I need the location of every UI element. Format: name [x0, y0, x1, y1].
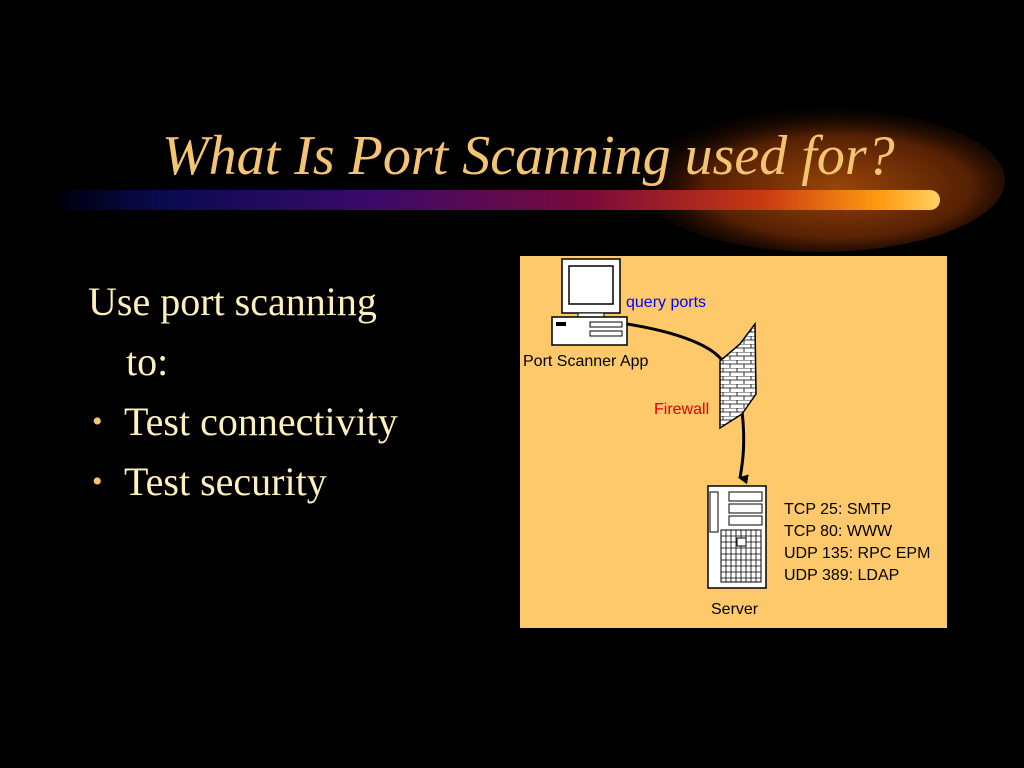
firewall-label: Firewall — [654, 401, 710, 418]
intro-text-continued: to: — [126, 339, 169, 384]
bullet-item: • Test security — [88, 452, 488, 512]
slide-title: What Is Port Scanning used for? — [162, 125, 895, 187]
port-scanner-label: Port Scanner App — [523, 353, 649, 370]
bullet-text: Test security — [124, 459, 327, 504]
diagram-drawing — [551, 258, 767, 589]
port-entry: TCP 25: SMTP — [784, 501, 892, 518]
port-entry: TCP 80: WWW — [784, 523, 893, 540]
computer-icon — [551, 258, 628, 346]
intro-text: Use port scanning — [88, 279, 377, 324]
network-diagram: query ports Port Scanner App Firewall Se… — [520, 256, 947, 628]
body-text: Use port scanning to: • Test connectivit… — [88, 272, 488, 512]
bullet-item: • Test connectivity — [88, 392, 488, 452]
port-entry: UDP 389: LDAP — [784, 567, 900, 584]
port-entry: UDP 135: RPC EPM — [784, 545, 931, 562]
server-label: Server — [711, 601, 759, 618]
bullet-text: Test connectivity — [124, 399, 398, 444]
server-icon — [707, 485, 767, 589]
firewall-icon — [719, 321, 757, 430]
query-ports-label: query ports — [626, 294, 707, 311]
open-ports-list: TCP 25: SMTP TCP 80: WWW UDP 135: RPC EP… — [784, 499, 930, 587]
bullet-icon: • — [92, 465, 103, 498]
bullet-icon: • — [92, 405, 103, 438]
